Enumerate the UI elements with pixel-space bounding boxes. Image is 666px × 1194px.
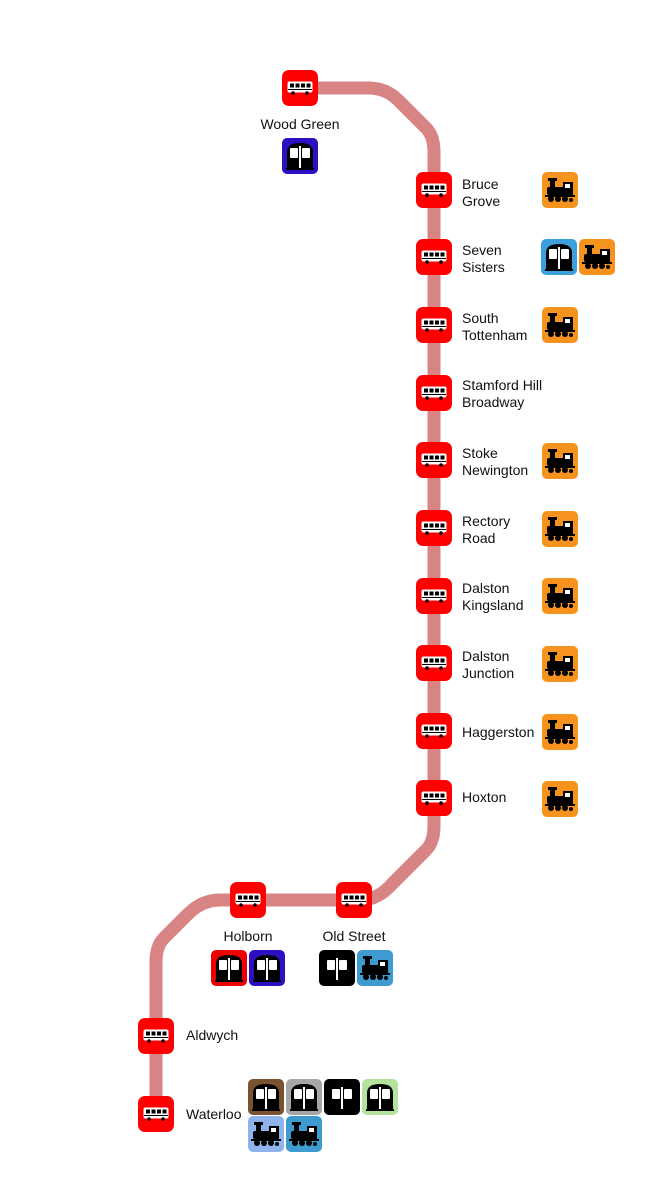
- steam-train-icon: [542, 511, 578, 547]
- tube-train-icon: [541, 239, 577, 275]
- steam-train-icon: [542, 443, 578, 479]
- stop-stoke-newington[interactable]: [416, 442, 452, 478]
- stop-label: Old Street: [322, 928, 386, 944]
- stop-rectory-road[interactable]: [416, 510, 452, 546]
- stop-hoxton[interactable]: [416, 780, 452, 816]
- stop-south-tottenham[interactable]: [416, 307, 452, 343]
- steam-train-icon: [542, 646, 578, 682]
- stop-label: Stamford Hill Broadway: [462, 377, 543, 410]
- tube-train-icon: [248, 1079, 284, 1115]
- stop-label: Haggerston: [462, 724, 535, 740]
- steam-train-icon: [248, 1116, 284, 1152]
- stop-label: Bruce Grove: [462, 176, 501, 209]
- stop-dalston-junction[interactable]: [416, 645, 452, 681]
- stop-label: Dalston Kingsland: [462, 580, 524, 613]
- stop-aldwych[interactable]: [138, 1018, 174, 1054]
- steam-train-icon: [579, 239, 615, 275]
- steam-train-icon: [357, 950, 393, 986]
- stop-label: South Tottenham: [462, 310, 528, 343]
- stop-label: Wood Green: [260, 116, 340, 132]
- steam-train-icon: [286, 1116, 322, 1152]
- stop-dalston-kingsland[interactable]: [416, 578, 452, 614]
- stop-label: Aldwych: [186, 1027, 239, 1043]
- stop-label: Dalston Junction: [462, 648, 515, 681]
- stop-stamford-hill-broadway[interactable]: [416, 375, 452, 411]
- stop-label: Hoxton: [462, 789, 507, 805]
- stop-label: Holborn: [223, 928, 273, 944]
- tube-train-icon: [324, 1079, 360, 1115]
- stop-label: Waterloo: [186, 1106, 242, 1122]
- tube-train-icon: [211, 950, 247, 986]
- stop-label: Rectory Road: [462, 513, 511, 546]
- steam-train-icon: [542, 172, 578, 208]
- stop-holborn[interactable]: [230, 882, 266, 918]
- steam-train-icon: [542, 781, 578, 817]
- stop-waterloo[interactable]: [138, 1096, 174, 1132]
- stop-label: Stoke Newington: [462, 445, 529, 478]
- tube-train-icon: [319, 950, 355, 986]
- steam-train-icon: [542, 307, 578, 343]
- stop-seven-sisters[interactable]: [416, 239, 452, 275]
- tube-train-icon: [286, 1079, 322, 1115]
- tube-train-icon: [362, 1079, 398, 1115]
- stop-haggerston[interactable]: [416, 713, 452, 749]
- steam-train-icon: [542, 714, 578, 750]
- stop-label: Seven Sisters: [462, 242, 505, 275]
- stop-wood-green[interactable]: [282, 70, 318, 106]
- steam-train-icon: [542, 578, 578, 614]
- tube-train-icon: [282, 138, 318, 174]
- stop-bruce-grove[interactable]: [416, 172, 452, 208]
- stop-old-street[interactable]: [336, 882, 372, 918]
- tube-train-icon: [249, 950, 285, 986]
